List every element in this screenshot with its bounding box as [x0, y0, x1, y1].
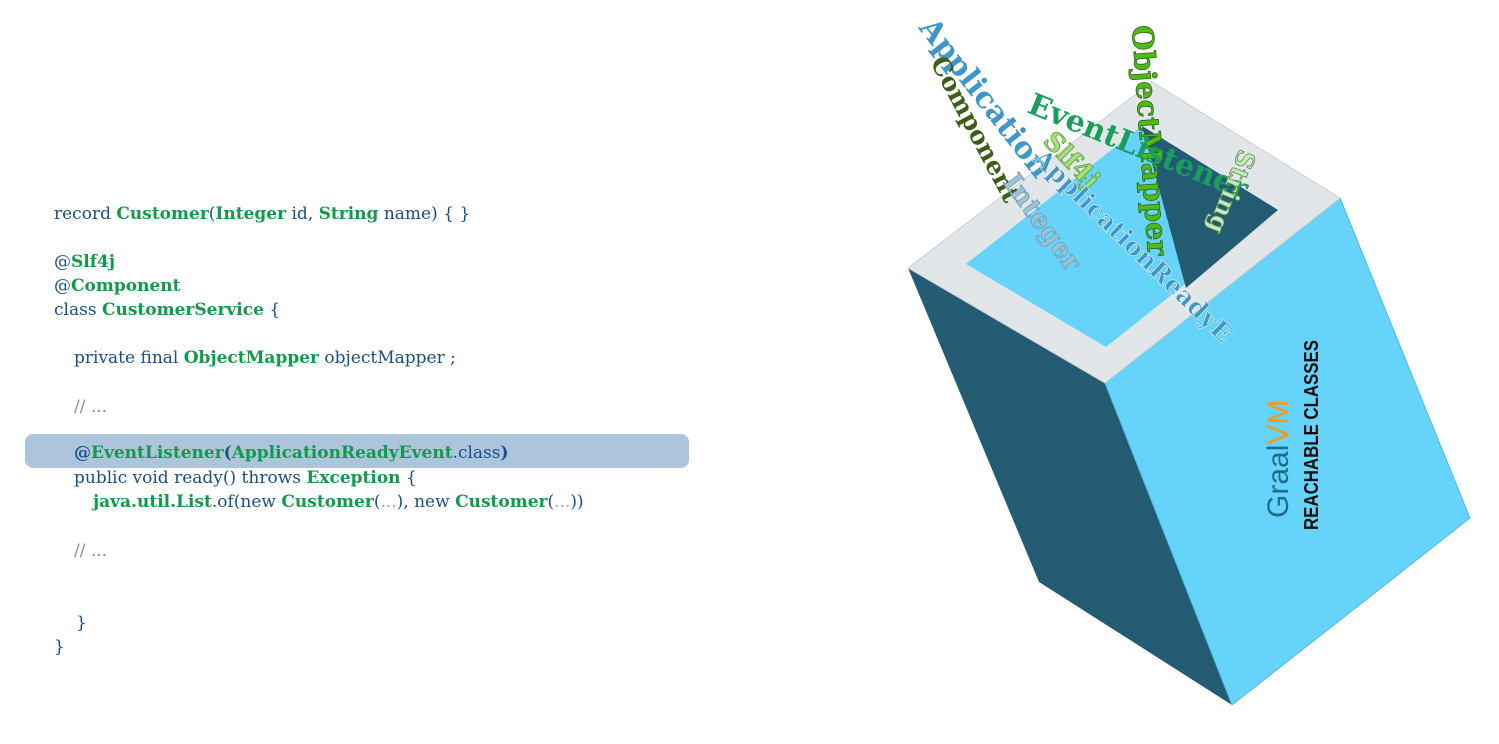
type-customer: Customer — [455, 492, 548, 512]
brace-close-class: } — [54, 637, 65, 657]
type-customer: Customer — [116, 204, 209, 224]
code-line-class: class CustomerService { — [54, 298, 280, 322]
box-left-face — [908, 268, 1232, 705]
annotation-component: Component — [71, 276, 181, 296]
keyword-private-final: private final — [74, 348, 179, 368]
highlighted-line — [25, 434, 689, 468]
param-name: name) { } — [383, 204, 471, 224]
code-line-list: java.util.List.of(new Customer(...), new… — [93, 492, 584, 512]
type-customer-service: CustomerService — [101, 300, 264, 320]
code-comment: // ... — [74, 397, 108, 417]
ellipsis: ... — [554, 492, 571, 512]
code-line-record: record Customer(Integer id, String name)… — [54, 204, 471, 224]
brace-open: { — [405, 468, 417, 488]
type-object-mapper: ObjectMapper — [183, 348, 319, 368]
keyword-class: class — [54, 300, 97, 320]
field-object-mapper: objectMapper ; — [324, 348, 456, 368]
keyword-record: record — [54, 204, 111, 224]
annotation-event-listener: EventListener — [91, 443, 224, 463]
ellipsis: ... — [380, 492, 397, 512]
of-new: .of(new — [211, 492, 276, 512]
box-opening-dark — [1142, 126, 1278, 288]
annotation-slf4j: Slf4j — [71, 252, 116, 272]
type-customer: Customer — [281, 492, 374, 512]
code-line-event-listener: @EventListener(ApplicationReadyEvent.cla… — [74, 443, 509, 463]
type-list: java.util.List — [93, 492, 212, 512]
param-id: id, — [291, 204, 314, 224]
code-line-method: public void ready() throws Exception { — [74, 466, 417, 490]
box-label-reachable-classes: REACHABLE CLASSES — [1301, 340, 1323, 530]
annotation-at: @ — [54, 252, 71, 272]
annotation-at: @ — [54, 276, 71, 296]
method-signature: public void ready() throws — [74, 468, 301, 488]
brace-close-method: } — [76, 613, 87, 633]
reachable-classes-box: Application Component ObjectMapper Event… — [907, 11, 1471, 706]
type-string: String — [318, 204, 379, 224]
annotation-at: @ — [74, 443, 91, 463]
type-exception: Exception — [306, 468, 401, 488]
logo-graalvm: GraalVM — [1262, 400, 1295, 518]
code-line-slf4j: @Slf4j — [54, 250, 115, 274]
dot-class: .class — [452, 443, 501, 463]
type-application-ready-event: ApplicationReadyEvent — [231, 443, 453, 463]
brace-open: { — [269, 300, 281, 320]
code-snippet: record Customer(Integer id, String name)… — [54, 0, 694, 744]
code-comment: // ... — [74, 541, 108, 561]
type-integer: Integer — [215, 204, 287, 224]
close-paren: )) — [570, 492, 584, 512]
close-new: ), new — [396, 492, 450, 512]
code-line-field: private final ObjectMapper objectMapper … — [74, 346, 456, 370]
code-line-component: @Component — [54, 274, 180, 298]
